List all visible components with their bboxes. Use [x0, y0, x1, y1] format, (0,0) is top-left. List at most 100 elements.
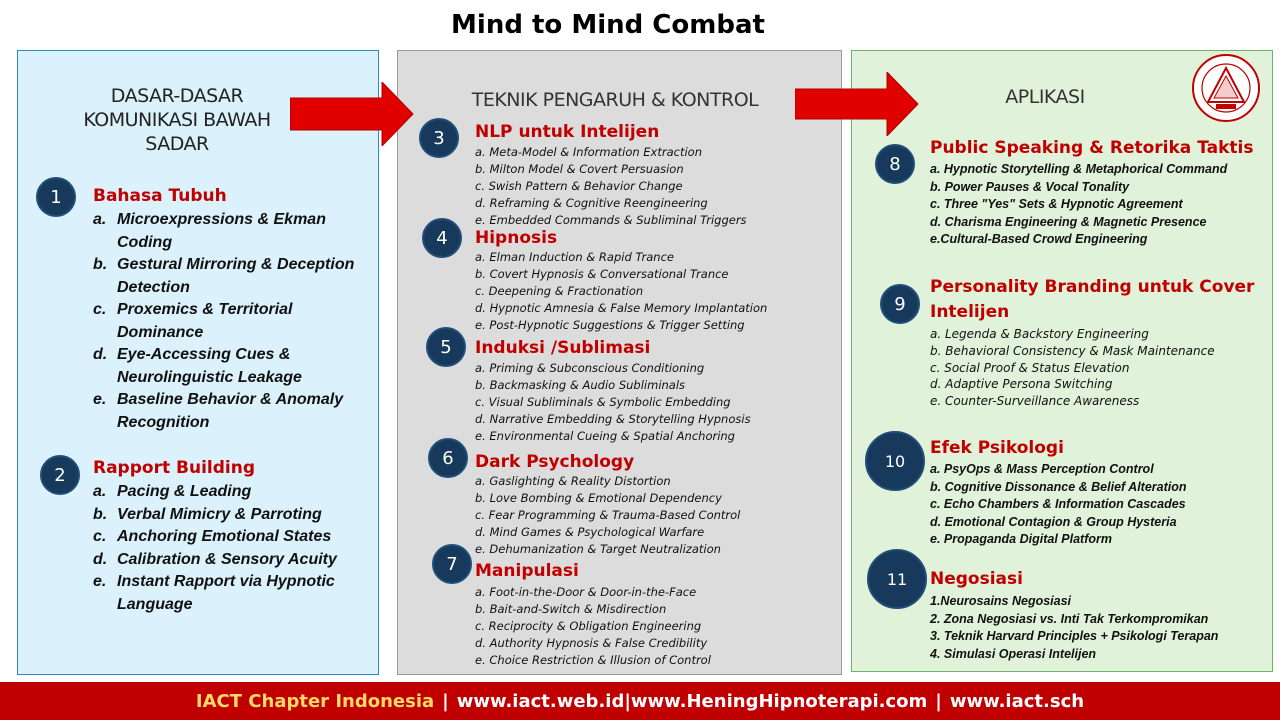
list-item: a.Pacing & Leading — [93, 481, 362, 504]
list-item: b. Cognitive Dissonance & Belief Alterat… — [930, 479, 1187, 494]
section-title: Efek Psikologi — [930, 438, 1064, 458]
section-list: a. Priming & Subconscious Conditioning b… — [475, 360, 751, 445]
list-item: c. Echo Chambers & Information Cascades — [930, 497, 1186, 511]
list-item: e. Propaganda Digital Platform — [930, 532, 1112, 546]
step-number-badge: 4 — [422, 218, 462, 258]
item-letter: e. — [93, 391, 107, 408]
list-item: e. Baseline Behavior & Anomaly Recognitio… — [93, 389, 362, 434]
list-item: 3. Teknik Harvard Principles + Psikologi… — [930, 629, 1219, 643]
list-item: d. Eye-Accessing Cues & Neurolinguistic L… — [93, 344, 362, 389]
list-item: e. Counter-Surveillance Awareness — [930, 394, 1140, 409]
list-item: d. Charisma Engineering & Magnetic Prese… — [930, 214, 1207, 229]
list-item: b. Verbal Mimicry & Parroting — [93, 504, 362, 527]
section-title: Manipulasi — [475, 561, 579, 581]
list-item: b. Power Pauses & Vocal Tonality — [930, 179, 1130, 194]
item-text: Baseline Behavior & Anomaly Recognition — [117, 391, 344, 431]
item-text: Instant Rapport via Hypnotic Language — [117, 573, 335, 613]
section-title: Induksi /Sublimasi — [475, 338, 651, 358]
list-item: e. Post-Hypnotic Suggestions & Trigger S… — [475, 318, 745, 332]
section-title: NLP untuk Intelijen — [475, 122, 660, 142]
arrow-right-icon — [795, 72, 919, 136]
arrow-right-icon — [290, 82, 414, 146]
item-text: Verbal Mimicry & Parroting — [117, 505, 322, 523]
step-number-badge: 2 — [40, 455, 80, 495]
section-list: a.Microexpressions & Ekman Coding b. Gest… — [93, 209, 362, 434]
list-item: b. Love Bombing & Emotional Dependency — [475, 491, 722, 505]
panel-teknik — [397, 50, 842, 675]
section-title: Personality Branding untuk Cover Intelij… — [930, 277, 1255, 322]
list-item: c. Swish Pattern & Behavior Change — [475, 179, 683, 193]
panel-heading-teknik: TEKNIK PENGARUH & KONTROL — [471, 89, 759, 111]
item-text: Microexpressions & Ekman Coding — [117, 211, 326, 251]
section-list: a. PsyOps & Mass Perception Control b. C… — [930, 461, 1187, 549]
item-text: Calibration & Sensory Acuity — [117, 550, 337, 568]
list-item: a.Microexpressions & Ekman Coding — [93, 209, 362, 254]
list-item: e. Dehumanization & Target Neutralizatio… — [475, 542, 721, 556]
heading-line: SADAR — [145, 132, 209, 155]
item-text: Gestural Mirroring & Deception Detection — [117, 256, 355, 296]
list-item: d.Calibration & Sensory Acuity — [93, 549, 362, 572]
list-item: c.Proxemics & Territorial Dominance — [93, 299, 362, 344]
step-number-badge: 11 — [867, 549, 927, 609]
list-item: d. Authority Hypnosis & False Credibilit… — [475, 636, 708, 650]
list-item: b. Behavioral Consistency & Mask Mainten… — [930, 343, 1215, 358]
item-text: Proxemics & Territorial Dominance — [117, 301, 293, 341]
list-item: a. Priming & Subconscious Conditioning — [475, 361, 705, 375]
list-item: d. Emotional Contagion & Group Hysteria — [930, 514, 1177, 529]
list-item: 2. Zona Negosiasi vs. Inti Tak Terkompro… — [930, 611, 1209, 626]
section-list: a. Elman Induction & Rapid Trance b. Cov… — [475, 249, 767, 334]
list-item: a. Foot-in-the-Door & Door-in-the-Face — [475, 585, 697, 599]
list-item: c. Visual Subliminals & Symbolic Embeddi… — [475, 395, 731, 409]
list-item: a. PsyOps & Mass Perception Control — [930, 462, 1154, 476]
step-number-badge: 6 — [428, 438, 468, 478]
footer-brand: IACT Chapter Indonesia — [195, 690, 435, 712]
footer-separator: | — [935, 690, 942, 712]
list-item: b. Bait-and-Switch & Misdirection — [475, 602, 667, 616]
item-text: Anchoring Emotional States — [117, 528, 332, 545]
list-item: c.Anchoring Emotional States — [93, 526, 362, 549]
list-item: a. Hypnotic Storytelling & Metaphorical … — [930, 162, 1228, 176]
step-number-badge: 1 — [36, 177, 76, 217]
item-letter: e. — [93, 573, 107, 590]
list-item: 1.Neurosains Negosiasi — [930, 594, 1072, 608]
list-item: b. Milton Model & Covert Persuasion — [475, 162, 684, 176]
item-letter: d. — [93, 346, 108, 363]
section-title: Negosiasi — [930, 569, 1023, 589]
section-list: a. Legenda & Backstory Engineering b. Be… — [930, 326, 1215, 410]
list-item: e. Choice Restriction & Illusion of Cont… — [475, 653, 711, 667]
step-number-badge: 3 — [419, 118, 459, 158]
item-text: Eye-Accessing Cues & Neurolinguistic Lea… — [117, 346, 302, 386]
item-letter: b. — [93, 505, 108, 523]
section-title: Public Speaking & Retorika Taktis — [930, 138, 1254, 158]
list-item: d. Reframing & Cognitive Reengineering — [475, 196, 708, 210]
list-item: d. Narrative Embedding & Storytelling Hy… — [475, 412, 751, 426]
panel-heading-aplikasi: APLIKASI — [1005, 86, 1085, 108]
section-list: a. Gaslighting & Reality Distortion b. L… — [475, 473, 740, 558]
list-item: c. Reciprocity & Obligation Engineering — [475, 619, 702, 633]
footer-link[interactable]: www.iact.sch — [949, 690, 1085, 712]
footer-bar: IACT Chapter Indonesia | www.iact.web.id… — [0, 682, 1280, 720]
step-number-badge: 5 — [426, 327, 466, 367]
list-item: a. Gaslighting & Reality Distortion — [475, 474, 671, 488]
list-item: c. Deepening & Fractionation — [475, 284, 644, 298]
footer-link[interactable]: www.iact.web.id — [456, 690, 625, 712]
footer-link[interactable]: www.HeningHipnoterapi.com — [630, 690, 928, 712]
list-item: e. Embedded Commands & Subliminal Trigge… — [475, 213, 747, 227]
list-item: 4. Simulasi Operasi Intelijen — [930, 646, 1097, 661]
section-title: Bahasa Tubuh — [93, 186, 227, 206]
page-title: Mind to Mind Combat — [451, 10, 765, 40]
list-item: a. Meta-Model & Information Extraction — [475, 145, 703, 159]
item-letter: b. — [93, 256, 108, 273]
list-item: a. Elman Induction & Rapid Trance — [475, 250, 674, 264]
footer-separator: | — [624, 690, 631, 712]
list-item: a. Legenda & Backstory Engineering — [930, 327, 1149, 341]
list-item: e. Environmental Cueing & Spatial Anchor… — [475, 429, 735, 443]
item-letter: a. — [93, 483, 107, 500]
step-number-badge: 7 — [432, 544, 472, 584]
footer-separator: | — [442, 690, 449, 712]
list-item: c. Fear Programming & Trauma-Based Contr… — [475, 508, 741, 522]
heading-line: KOMUNIKASI BAWAH — [83, 108, 271, 131]
list-item: c. Social Proof & Status Elevation — [930, 360, 1130, 375]
step-number-badge: 10 — [865, 431, 925, 491]
panel-dasar — [17, 50, 379, 675]
